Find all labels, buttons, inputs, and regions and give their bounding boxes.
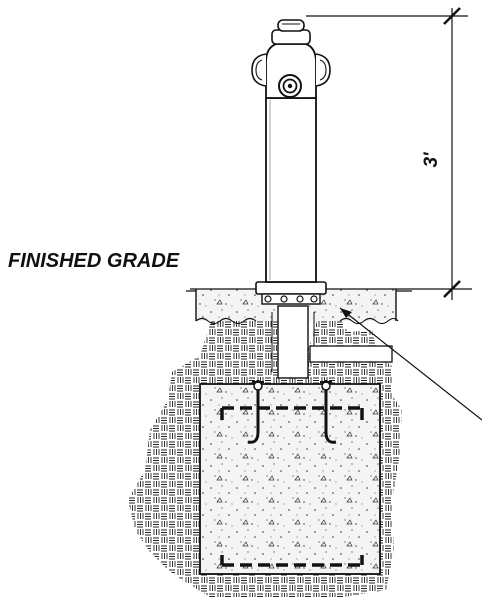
dimension-tick-top [443, 7, 461, 25]
flange-bolt [264, 295, 272, 303]
side-nozzle-right [315, 53, 331, 87]
side-nozzle-left [251, 53, 267, 87]
finished-grade-label: FINISHED GRADE [8, 250, 180, 272]
cap-ring [271, 29, 311, 45]
front-nozzle [278, 74, 302, 98]
horizontal-sleeve [309, 345, 393, 363]
dimension-tick-bottom [443, 280, 461, 298]
anchor-bolt-right [320, 380, 337, 444]
leader-line [339, 307, 482, 421]
flange-bolt [310, 295, 318, 303]
anchor-bolt-left [247, 380, 264, 444]
leader-arrow [340, 308, 352, 318]
flange-bolt [296, 295, 304, 303]
bollard-barrel [265, 97, 317, 283]
base-flange [255, 281, 327, 295]
cap-top [277, 19, 305, 32]
post-stem [277, 305, 309, 379]
concrete-footing [199, 383, 381, 575]
flange-bolt [280, 295, 288, 303]
height-dimension-label: 3' [421, 151, 442, 168]
